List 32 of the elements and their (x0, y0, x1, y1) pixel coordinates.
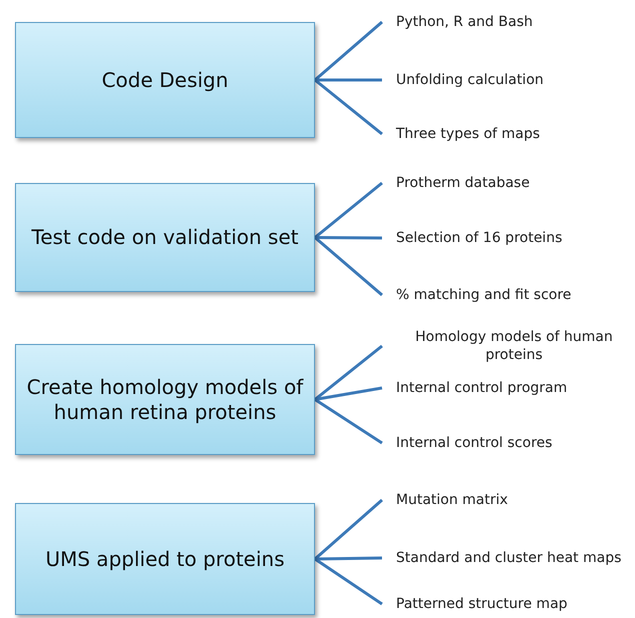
detail-text: % matching and fit score (396, 286, 572, 304)
detail-text: Homology models of human proteins (414, 328, 614, 364)
detail-text: Python, R and Bash (396, 12, 533, 32)
detail-text: Internal control program (396, 378, 568, 398)
connector-line (314, 236, 382, 240)
connector-line (314, 236, 383, 296)
detail-text: Patterned structure map (396, 594, 568, 614)
connector-line (314, 556, 382, 560)
stage-title: Code Design (102, 68, 228, 92)
detail-text: Mutation matrix (396, 490, 508, 510)
connector-line (314, 344, 383, 401)
stage-title: Create homology models of human retina proteins (26, 374, 304, 424)
detail-text: Standard and cluster heat maps (396, 548, 622, 568)
connector-line (314, 498, 383, 560)
stage-box (15, 344, 315, 455)
stage-box (15, 183, 315, 292)
detail-text: Three types of maps (396, 124, 540, 144)
stage-title: Test code on validation set (32, 225, 298, 250)
detail-text: Protherm database (396, 174, 530, 192)
connector-line (314, 398, 383, 444)
connector-line (314, 78, 383, 136)
detail-text: Unfolding calculation (396, 70, 544, 90)
connector-line (314, 182, 383, 239)
connector-line (314, 386, 382, 401)
stage-box (15, 22, 315, 138)
detail-text: Selection of 16 proteins (396, 228, 562, 248)
connector-line (314, 20, 383, 82)
stage-box (15, 503, 315, 615)
connector-line (314, 558, 383, 606)
detail-text: Internal control scores (396, 434, 552, 452)
stage-title: UMS applied to proteins (45, 546, 284, 572)
connector-line (315, 78, 382, 82)
